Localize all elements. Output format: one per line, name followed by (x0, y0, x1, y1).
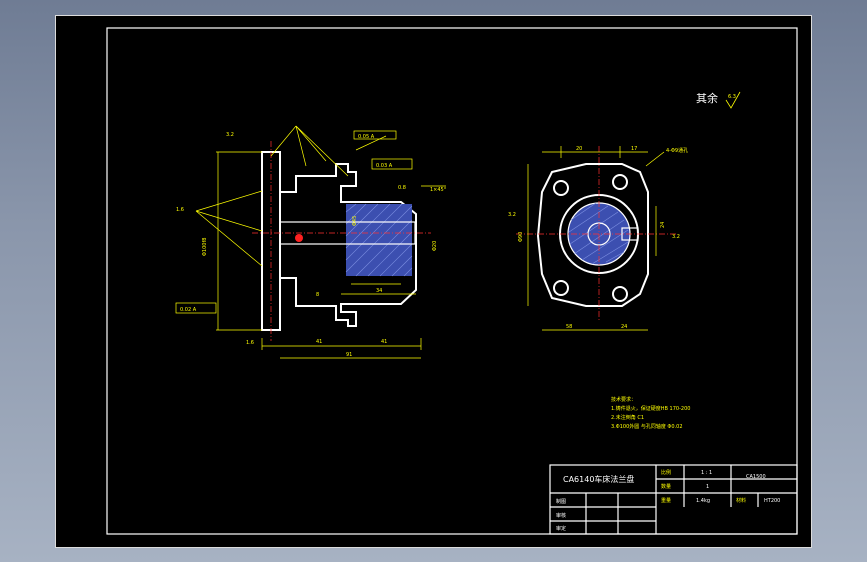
checked-label: 审核 (556, 512, 566, 519)
dim-20: 20 (576, 146, 582, 152)
dim-d45: Φ45 (352, 216, 358, 226)
dim-58: 58 (566, 324, 572, 330)
drawing-no: CA1500 (746, 474, 766, 480)
bolt-hole-4 (612, 286, 628, 302)
dim-17: 17 (631, 146, 637, 152)
title-block: CA6140车床法兰盘 比例 1 : 1 数量 1 CA1500 重量 1.4k… (549, 464, 798, 535)
dim-8: 8 (316, 292, 319, 298)
flange-outline (536, 163, 649, 307)
weight-value: 1.4kg (696, 498, 710, 504)
scale-value: 1 : 1 (701, 470, 712, 476)
cad-viewport[interactable]: Φ100f8 Φ45 41 41 91 34 8 1×45° Φ20 3.2 1… (55, 15, 812, 548)
svg-text:1.铸件退火，保证硬度HB 170-200: 1.铸件退火，保证硬度HB 170-200 (611, 405, 690, 412)
approved-label: 审定 (556, 525, 566, 532)
svg-text:2.未注倒角 C1: 2.未注倒角 C1 (611, 414, 644, 421)
dim-34: 34 (376, 288, 382, 294)
dim-h24: 24 (660, 222, 666, 228)
ra-right: 0.8 (398, 185, 406, 191)
holes-note: 4-Φ9通孔 (666, 147, 688, 154)
section-view: Φ100f8 Φ45 41 41 91 34 8 1×45° Φ20 3.2 1… (175, 125, 447, 359)
roughness-symbol (725, 91, 741, 109)
body-outline (280, 163, 417, 327)
inner-frame (106, 27, 798, 535)
svg-text:0.03 A: 0.03 A (376, 163, 393, 169)
dim-41a: 41 (316, 339, 322, 345)
tech-requirements: 技术要求： 1.铸件退火，保证硬度HB 170-200 2.未注倒角 C1 3.… (611, 396, 690, 430)
hatch-lines (345, 203, 413, 277)
dim-d100: Φ100f8 (202, 238, 208, 256)
leaders-top (270, 125, 349, 177)
dim-d20: Φ20 (432, 241, 438, 251)
weight-label: 重量 (661, 497, 671, 504)
surface-note: 其余 (696, 91, 718, 105)
ra-bottom: 1.6 (246, 340, 254, 346)
bolt-hole-3 (553, 280, 569, 296)
ra-end-left: 3.2 (508, 212, 516, 218)
ra-top: 3.2 (226, 132, 234, 138)
part-name: CA6140车床法兰盘 (563, 474, 634, 484)
tol-frame-3 (353, 130, 397, 140)
drawing-canvas: Φ100f8 Φ45 41 41 91 34 8 1×45° Φ20 3.2 1… (106, 27, 798, 535)
dim-chamfer: 1×45° (430, 187, 447, 193)
pin-hole (295, 234, 303, 242)
svg-text:0.05 A: 0.05 A (358, 134, 375, 140)
quantity-label: 数量 (661, 483, 671, 490)
ra-end: 3.2 (672, 234, 680, 240)
material-label: 材料 (736, 497, 746, 504)
end-view: Φ90 20 17 58 24 24 4-Φ9通孔 3.2 3.2 (508, 146, 688, 331)
tol-frame-2 (175, 302, 217, 314)
surface-roughness: 6.3 (728, 94, 736, 100)
section-hatch (346, 204, 412, 276)
drawn-label: 制图 (556, 498, 566, 505)
ra-left: 1.6 (176, 207, 184, 213)
material-value: HT200 (764, 498, 780, 504)
scale-label: 比例 (661, 469, 671, 476)
dim-41b: 41 (381, 339, 387, 345)
tol-frame-1 (371, 158, 413, 170)
svg-text:0.02 A: 0.02 A (180, 307, 197, 313)
bolt-hole-2 (612, 174, 628, 190)
svg-text:技术要求：: 技术要求： (611, 396, 636, 403)
dim-24: 24 (621, 324, 627, 330)
quantity-value: 1 (706, 484, 709, 490)
svg-text:3.Φ100外圆 与孔同轴度 Φ0.02: 3.Φ100外圆 与孔同轴度 Φ0.02 (611, 423, 683, 430)
dim-d90: Φ90 (518, 232, 524, 242)
leaders-left (195, 190, 263, 267)
bolt-hole-1 (553, 180, 569, 196)
dim-91: 91 (346, 352, 352, 358)
